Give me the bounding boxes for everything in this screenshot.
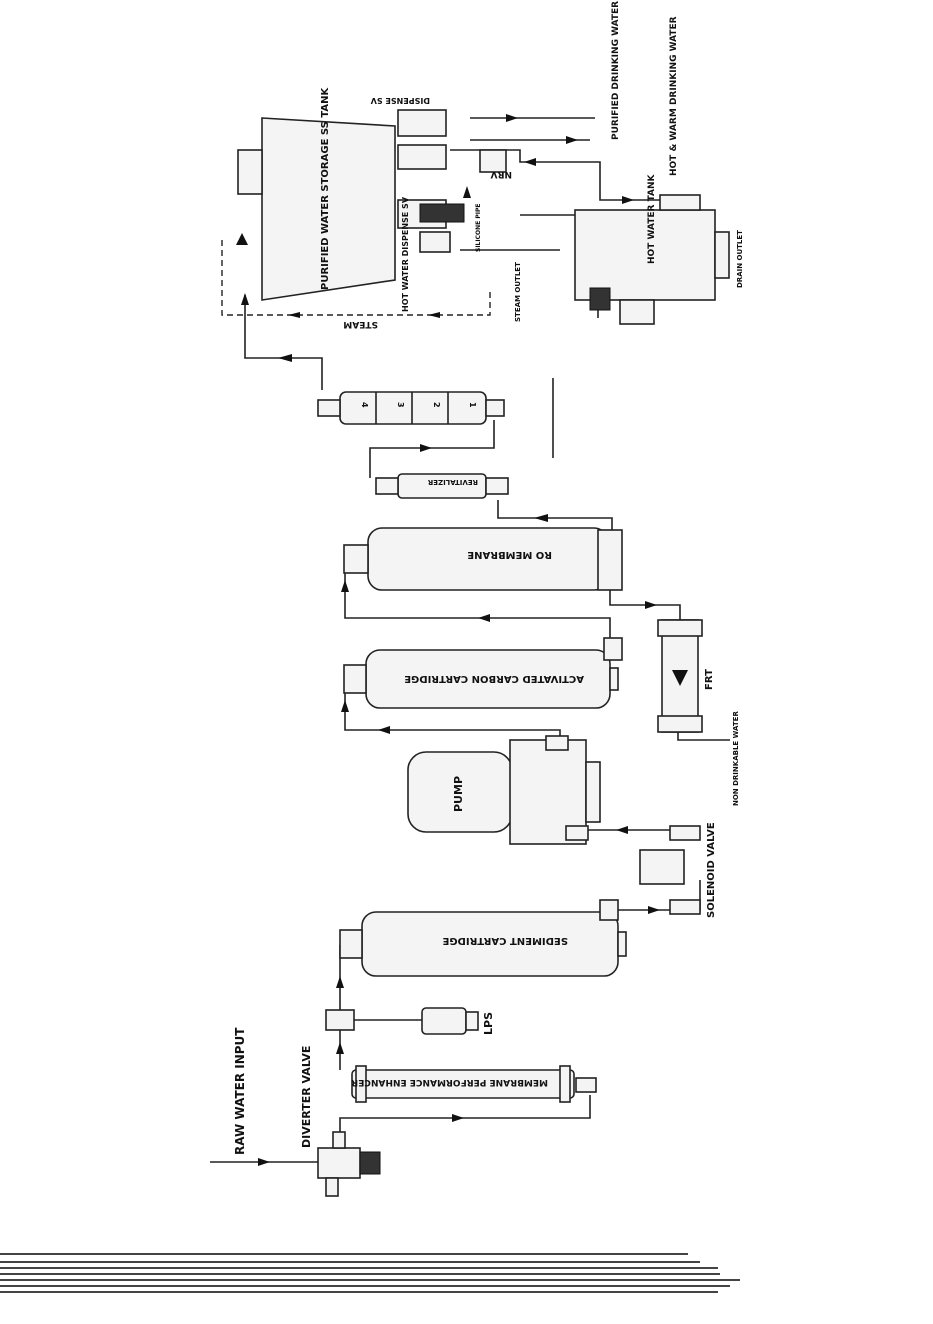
activated-carbon-cartridge — [343, 637, 623, 709]
solenoid-valve-label: SOLENOID VALVE — [706, 822, 717, 918]
dispense-sv-label: DISPENSE SV — [370, 96, 430, 105]
purified-drinking-water-label: PURIFIED DRINKING WATER — [611, 1, 621, 140]
flow-restrictor — [657, 619, 703, 733]
nrv-label: NRV — [491, 169, 512, 179]
membrane-enhancer — [351, 1065, 597, 1103]
lps-label: LPS — [482, 1012, 495, 1035]
sediment-cartridge-label: SEDIMENT CARTRIDGE — [442, 935, 568, 946]
stage-1-label: 1 — [468, 402, 477, 408]
ro-membrane — [343, 527, 623, 591]
storage-tank-label: PURIFIED WATER STORAGE SS TANK — [320, 87, 331, 290]
pump-label: PUMP — [452, 776, 465, 812]
steam-label: STEAM — [343, 319, 378, 329]
pump — [407, 735, 601, 845]
non-drinkable-water-label: NON DRINKABLE WATER — [732, 711, 740, 806]
diverter-valve-label: DIVERTER VALVE — [300, 1046, 313, 1148]
silicone-pipe-label: SILICONE PIPE — [475, 204, 482, 252]
raw-water-input-label: RAW WATER INPUT — [233, 1027, 247, 1155]
solenoid-valve — [639, 825, 701, 915]
stage-2-label: 2 — [432, 402, 441, 408]
revitalizer-label: REVITALIZER — [427, 478, 478, 486]
steam-outlet-label: STEAM OUTLET — [514, 262, 522, 322]
revitalizer — [375, 473, 509, 499]
hot-water-tank-label: HOT WATER TANK — [647, 173, 657, 264]
stage-4-label: 4 — [360, 402, 369, 408]
diverter-valve — [317, 1131, 381, 1197]
hot-water-tank — [574, 194, 730, 325]
lps-switch — [325, 1007, 479, 1035]
drain-outlet-label: DRAIN OUTLET — [736, 230, 744, 288]
activated-carbon-cartridge-label: ACTIVATED CARBON CARTRIDGE — [404, 673, 584, 684]
stage-3-label: 3 — [396, 402, 405, 408]
valve-cluster — [397, 109, 507, 253]
footer-rules — [0, 1253, 740, 1293]
sediment-cartridge — [339, 899, 627, 977]
hot-warm-drinking-water-label: HOT & WARM DRINKING WATER — [669, 16, 679, 176]
hot-water-dispense-sv-label: HOT WATER DISPENSE SV — [401, 196, 410, 312]
membrane-enhancer-label: MEMBRANE PERFORMANCE ENHANCER — [351, 1077, 548, 1087]
flow-arrows — [236, 114, 660, 1166]
stage-filter — [317, 391, 505, 425]
storage-tank — [237, 117, 396, 301]
frt-label: FRT — [704, 669, 715, 690]
ro-membrane-label: RO MEMBRANE — [467, 549, 552, 560]
